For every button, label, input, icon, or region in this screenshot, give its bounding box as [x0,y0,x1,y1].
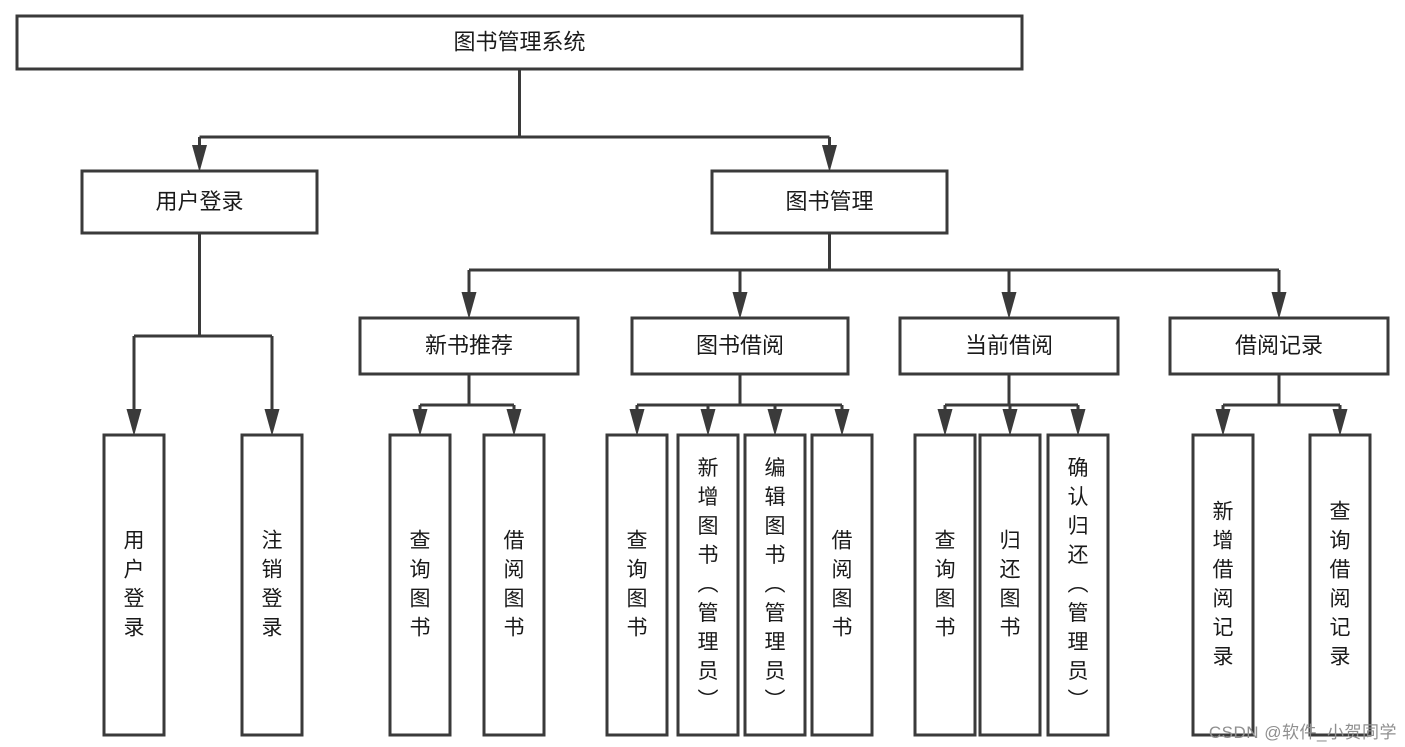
node-label-leaf-add-record: 新增借阅记录 [1213,500,1234,668]
node-box-borrow-record[interactable] [1168,316,1390,376]
node-leaf-add-record[interactable]: 新增借阅记录 [1191,433,1255,737]
node-book-management[interactable]: 图书管理 [710,169,949,235]
node-label-book-borrow: 图书借阅 [696,333,784,358]
node-box-leaf-edit-book[interactable] [743,433,807,737]
node-root[interactable]: 图书管理系统 [15,14,1024,71]
node-label-leaf-return-book: 归还图书 [1000,529,1021,639]
node-leaf-return-book[interactable]: 归还图书 [978,433,1042,737]
node-box-leaf-user-login[interactable] [102,433,166,737]
node-label-leaf-query-record: 查询借阅记录 [1330,500,1351,668]
connector-layer [126,69,1348,436]
node-box-leaf-query-record[interactable] [1308,433,1372,737]
node-label-leaf-query-book-2: 查询图书 [627,529,648,639]
node-box-new-book-recommend[interactable] [358,316,580,376]
node-label-leaf-user-login: 用户登录 [124,529,145,639]
node-label-leaf-query-book-1: 查询图书 [410,529,431,639]
node-box-leaf-return-book[interactable] [978,433,1042,737]
node-leaf-confirm-return[interactable]: 确认归还︵管理员︶ [1046,433,1110,737]
node-leaf-user-login[interactable]: 用户登录 [102,433,166,737]
node-leaf-query-book-3[interactable]: 查询图书 [913,433,977,737]
node-current-borrow[interactable]: 当前借阅 [898,316,1120,376]
node-label-leaf-add-book: 新增图书︵管理员︶ [698,457,719,712]
node-box-leaf-query-book-1[interactable] [388,433,452,737]
node-box-leaf-confirm-return[interactable] [1046,433,1110,737]
node-box-book-management[interactable] [710,169,949,235]
node-label-leaf-query-book-3: 查询图书 [935,529,956,639]
node-leaf-query-book-1[interactable]: 查询图书 [388,433,452,737]
node-user-login[interactable]: 用户登录 [80,169,319,235]
node-leaf-query-record[interactable]: 查询借阅记录 [1308,433,1372,737]
node-leaf-edit-book[interactable]: 编辑图书︵管理员︶ [743,433,807,737]
node-leaf-borrow-book-1[interactable]: 借阅图书 [482,433,546,737]
node-box-leaf-add-record[interactable] [1191,433,1255,737]
node-box-current-borrow[interactable] [898,316,1120,376]
node-layer: 图书管理系统用户登录图书管理新书推荐图书借阅当前借阅借阅记录用户登录注销登录查询… [15,14,1390,737]
node-box-leaf-query-book-3[interactable] [913,433,977,737]
node-box-leaf-borrow-book-1[interactable] [482,433,546,737]
node-label-current-borrow: 当前借阅 [965,333,1053,358]
node-borrow-record[interactable]: 借阅记录 [1168,316,1390,376]
node-label-root: 图书管理系统 [453,29,585,54]
node-label-leaf-logout: 注销登录 [262,529,283,639]
csdn-watermark: CSDN @软件_小贺同学 [1208,723,1397,742]
node-label-book-management: 图书管理 [785,189,873,214]
node-box-leaf-borrow-book-2[interactable] [810,433,874,737]
node-label-leaf-confirm-return: 确认归还︵管理员︶ [1068,457,1089,712]
node-box-root[interactable] [15,14,1024,71]
node-label-leaf-borrow-book-2: 借阅图书 [832,529,853,639]
node-label-leaf-edit-book: 编辑图书︵管理员︶ [765,457,786,712]
node-label-user-login: 用户登录 [155,189,243,214]
node-label-leaf-borrow-book-1: 借阅图书 [504,529,525,639]
node-box-user-login[interactable] [80,169,319,235]
node-leaf-query-book-2[interactable]: 查询图书 [605,433,669,737]
node-leaf-add-book[interactable]: 新增图书︵管理员︶ [676,433,740,737]
node-box-leaf-add-book[interactable] [676,433,740,737]
node-label-borrow-record: 借阅记录 [1235,333,1323,358]
node-book-borrow[interactable]: 图书借阅 [630,316,850,376]
node-new-book-recommend[interactable]: 新书推荐 [358,316,580,376]
node-box-leaf-query-book-2[interactable] [605,433,669,737]
node-box-book-borrow[interactable] [630,316,850,376]
node-label-new-book-recommend: 新书推荐 [425,333,513,358]
node-leaf-borrow-book-2[interactable]: 借阅图书 [810,433,874,737]
node-box-leaf-logout[interactable] [240,433,304,737]
node-leaf-logout[interactable]: 注销登录 [240,433,304,737]
